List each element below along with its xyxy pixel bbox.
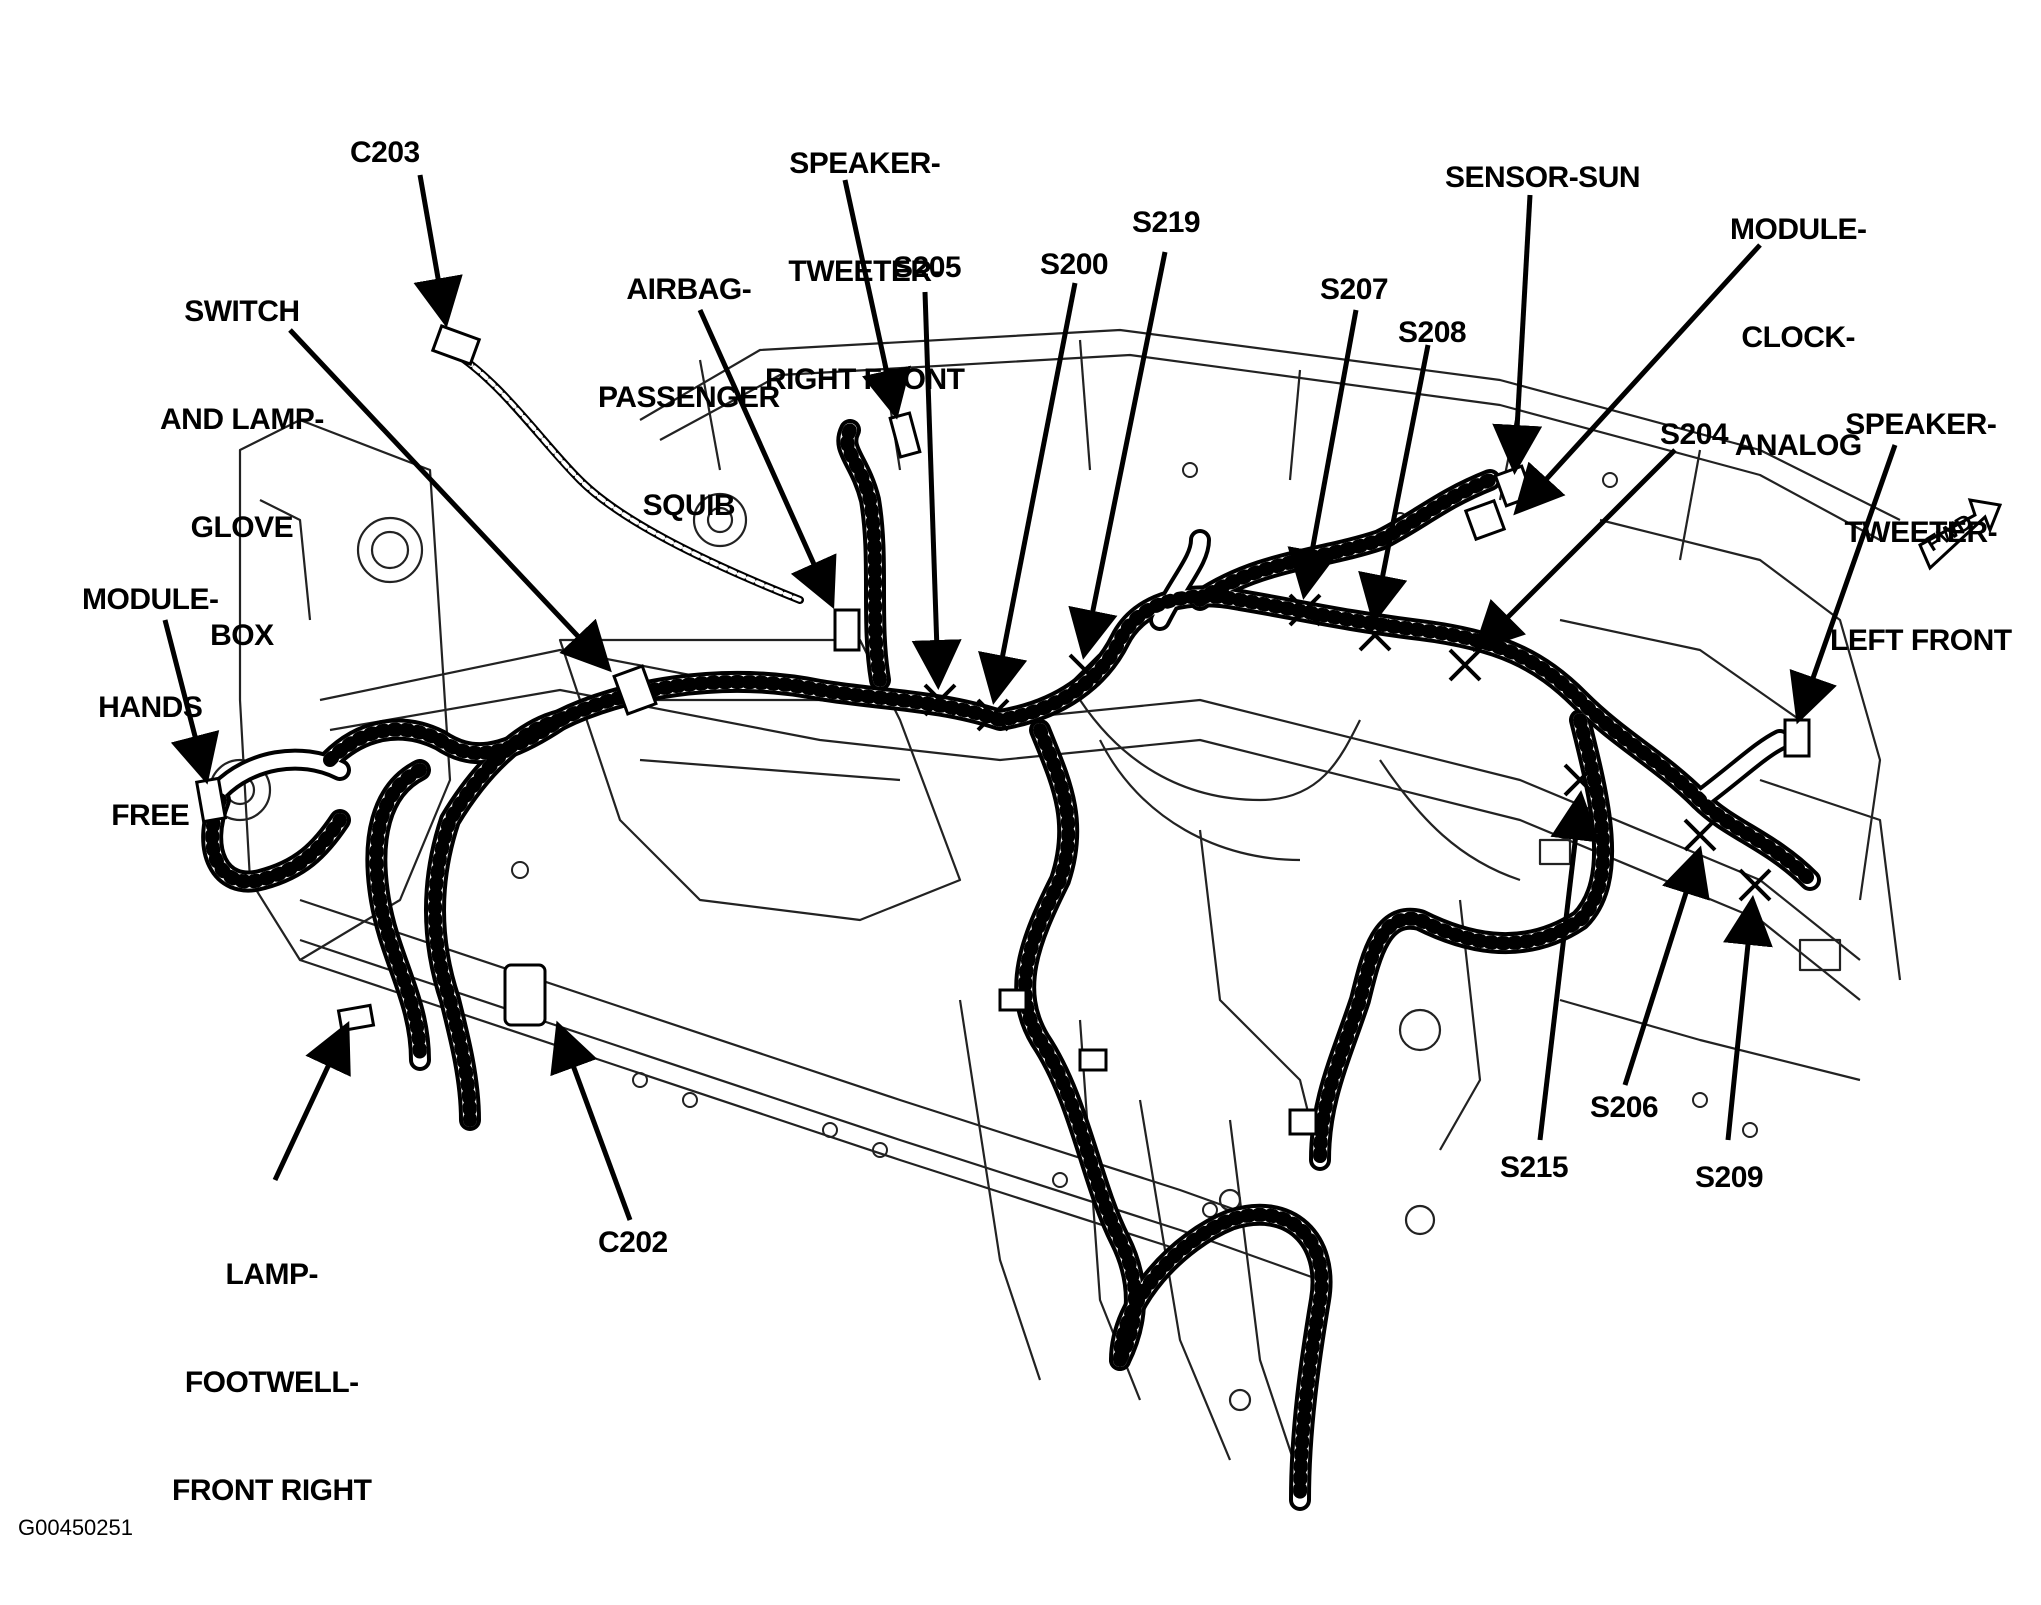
figure-code: G00450251 xyxy=(18,1515,133,1540)
label-s219: S219 xyxy=(1132,206,1201,239)
wiring-harness xyxy=(201,346,1821,1511)
label-s208: S208 xyxy=(1398,316,1467,349)
arrow-airbag-passenger-squib xyxy=(697,308,837,610)
leader-arrows xyxy=(162,174,1898,1221)
arrow-s200 xyxy=(978,282,1078,705)
arrow-c203 xyxy=(413,174,463,328)
arrow-s204 xyxy=(1472,448,1677,653)
arrow-s205 xyxy=(911,291,962,690)
arrow-speaker-tweeter-left-front xyxy=(1789,444,1898,725)
label-lamp-footwell-front-right: LAMP- FOOTWELL- FRONT RIGHT xyxy=(172,1258,372,1507)
arrow-module-hands-free xyxy=(162,619,220,785)
arrow-c202 xyxy=(550,1020,633,1221)
splice-s206-mark xyxy=(1683,818,1717,852)
splice-s204-mark xyxy=(1448,648,1482,682)
splice-s219-mark xyxy=(1068,653,1102,687)
arrow-switch-lamp-glove-box xyxy=(288,328,612,673)
splice-s200-mark xyxy=(976,698,1010,732)
label-s205: S205 xyxy=(893,251,962,284)
arrow-s215 xyxy=(1537,790,1601,1141)
arrow-lamp-footwell-front-right xyxy=(272,1020,351,1182)
label-sensor-sun: SENSOR-SUN xyxy=(1445,161,1641,194)
arrow-s206 xyxy=(1622,845,1710,1086)
label-s215: S215 xyxy=(1500,1151,1569,1184)
label-module-clock-analog: MODULE- CLOCK- ANALOG xyxy=(1730,213,1867,462)
splice-s208-mark xyxy=(1358,618,1392,652)
splice-markers xyxy=(923,593,1772,902)
connectors xyxy=(194,324,1811,1136)
arrow-sensor-sun xyxy=(1492,194,1543,475)
label-speaker-tweeter-right-front: SPEAKER- TWEETER- RIGHT FRONT xyxy=(765,147,965,396)
splice-s215-mark xyxy=(1563,763,1597,797)
splice-s209-mark xyxy=(1738,868,1772,902)
arrow-s207 xyxy=(1287,309,1359,600)
label-s206: S206 xyxy=(1590,1091,1659,1124)
label-s209: S209 xyxy=(1695,1161,1764,1194)
label-speaker-tweeter-left-front: SPEAKER- TWEETER- LEFT FRONT xyxy=(1830,408,2012,657)
label-s200: S200 xyxy=(1040,248,1109,281)
label-c202: C202 xyxy=(598,1226,668,1259)
label-c203: C203 xyxy=(350,136,420,169)
splice-s205-mark xyxy=(923,683,957,717)
label-module-hands-free: MODULE- HANDS FREE xyxy=(82,583,219,832)
arrow-s209 xyxy=(1723,895,1773,1141)
splice-s207-mark xyxy=(1288,593,1322,627)
arrow-speaker-tweeter-right-front xyxy=(842,179,911,420)
label-s204: S204 xyxy=(1660,418,1729,451)
label-switch-lamp-glove-box: SWITCH AND LAMP- GLOVE BOX xyxy=(160,295,324,652)
arrow-s219 xyxy=(1068,251,1168,660)
label-airbag-passenger-squib: AIRBAG- PASSENGER SQUIB xyxy=(598,273,780,522)
arrow-s208 xyxy=(1358,344,1431,625)
arrow-module-clock-analog xyxy=(1513,243,1762,516)
label-s207: S207 xyxy=(1320,273,1389,306)
